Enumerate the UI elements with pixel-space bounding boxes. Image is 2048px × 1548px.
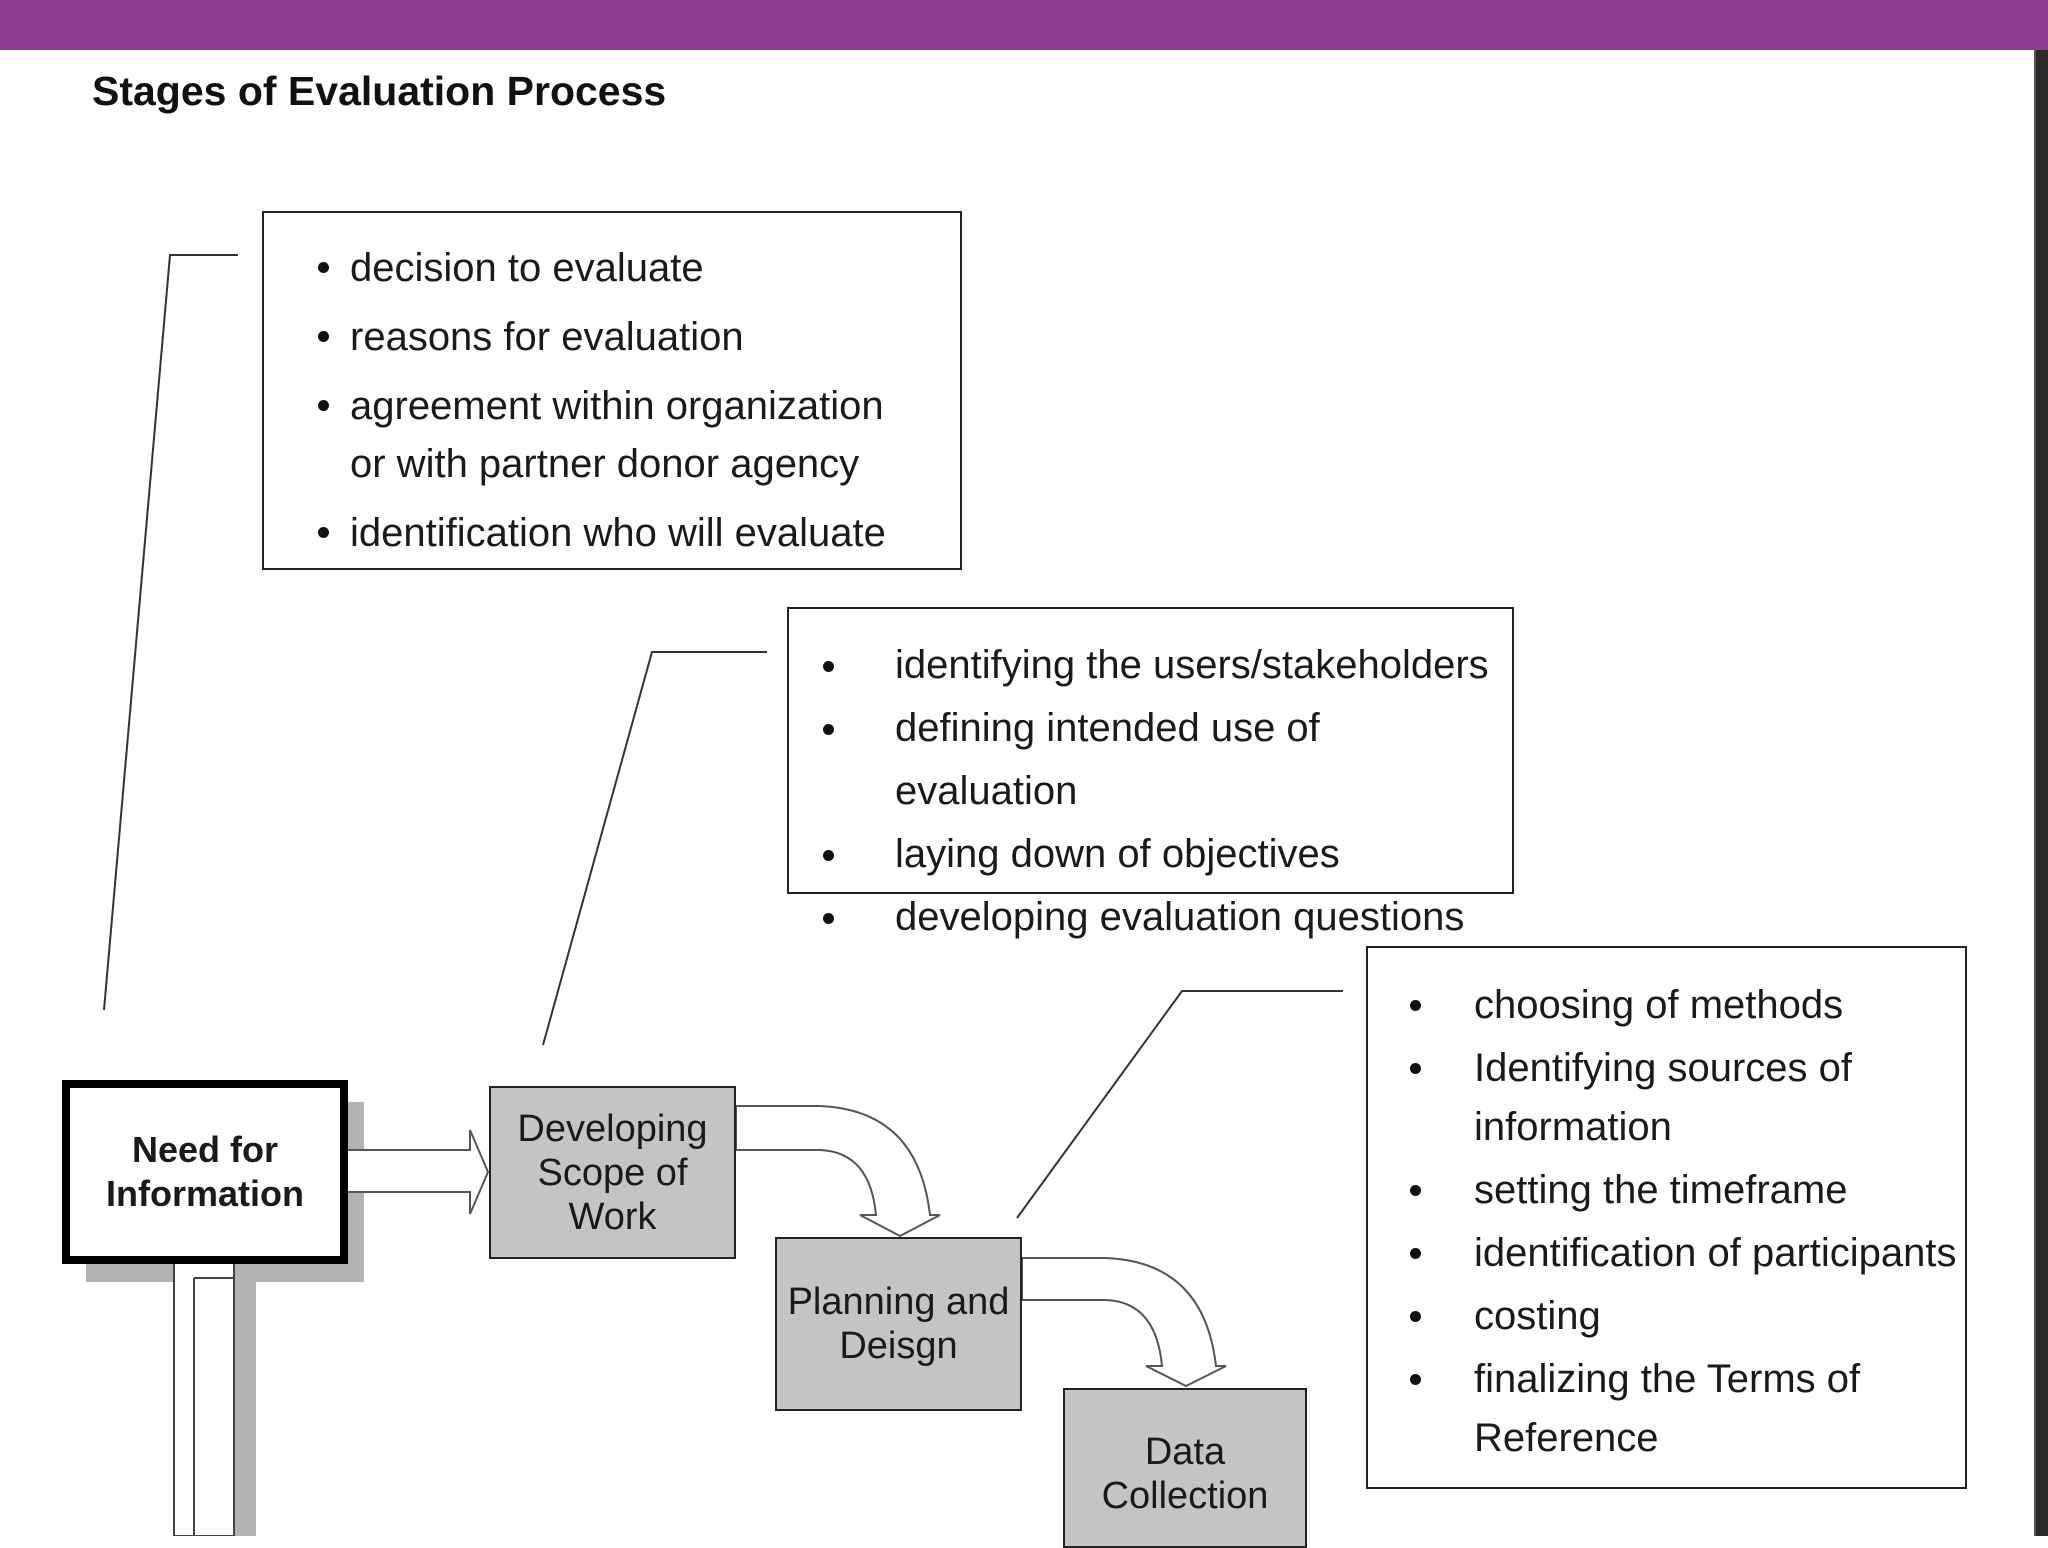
callout-item: costing: [1410, 1287, 1965, 1346]
callout-item: agreement within organization or with pa…: [318, 377, 910, 493]
down-arrow-shaft: [173, 1261, 235, 1536]
callout-item: identification who will evaluate: [318, 504, 960, 562]
callout-item: identification of participants: [1410, 1224, 1965, 1283]
bullet-icon: [1410, 1248, 1421, 1259]
header-bar: [0, 0, 2048, 50]
stage-planning-and-design: Planning and Deisgn: [775, 1237, 1022, 1411]
callout-item: defining intended use of evaluation: [823, 697, 1512, 823]
callout-item: choosing of methods: [1410, 976, 1965, 1035]
stage-need-for-information: Need for Information: [62, 1080, 348, 1264]
page-title: Stages of Evaluation Process: [92, 68, 667, 114]
bullet-icon: [823, 850, 834, 861]
bullet-icon: [1410, 1185, 1421, 1196]
callout-item: decision to evaluate: [318, 239, 960, 297]
callout-item: setting the timeframe: [1410, 1161, 1965, 1220]
bullet-icon: [318, 400, 329, 411]
bullet-icon: [318, 331, 329, 342]
stage-data-collection: Data Collection: [1063, 1388, 1307, 1548]
right-edge-strip: [2035, 50, 2048, 1536]
stage-developing-scope-of-work: Developing Scope of Work: [489, 1086, 736, 1259]
bullet-icon: [1410, 1374, 1421, 1385]
bullet-icon: [318, 262, 329, 273]
arrow-need-to-scope: [341, 1129, 490, 1215]
callout-item: finalizing the Terms of Reference: [1410, 1350, 1874, 1468]
arrow-scope-to-planning: [735, 1105, 941, 1238]
callout-planning-and-design: choosing of methods Identifying sources …: [1366, 946, 1967, 1489]
callout-item: Identifying sources of information: [1410, 1039, 1874, 1157]
right-edge-line: [2034, 50, 2036, 1536]
bullet-icon: [823, 661, 834, 672]
callout-item: developing evaluation questions: [823, 886, 1512, 949]
bullet-icon: [823, 724, 834, 735]
leader-line-2: [542, 651, 767, 1046]
leader-line-3: [1016, 990, 1343, 1219]
callout-item: reasons for evaluation: [318, 308, 960, 366]
arrow-planning-to-data: [1021, 1257, 1227, 1388]
callout-item: laying down of objectives: [823, 823, 1512, 886]
bullet-icon: [823, 913, 834, 924]
bullet-icon: [1410, 1311, 1421, 1322]
bullet-icon: [1410, 1000, 1421, 1011]
callout-scope-of-work: identifying the users/stakeholders defin…: [787, 607, 1514, 939]
callout-need-for-information: decision to evaluate reasons for evaluat…: [262, 211, 962, 570]
callout-item: identifying the users/stakeholders: [823, 634, 1512, 697]
bullet-icon: [318, 527, 329, 538]
leader-line-1: [103, 254, 238, 1011]
bullet-icon: [1410, 1063, 1421, 1074]
